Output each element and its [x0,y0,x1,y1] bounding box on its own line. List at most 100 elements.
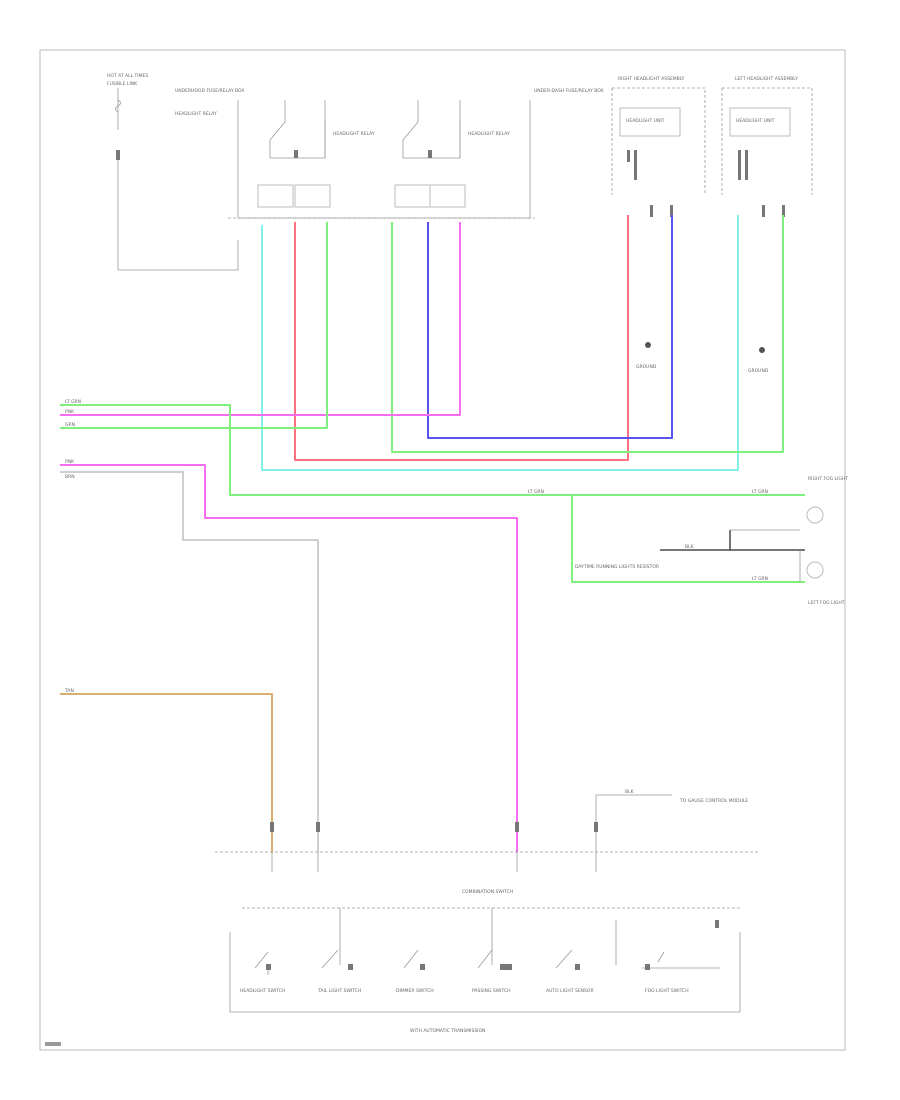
left-fog-bulb-icon [806,561,824,579]
sw-tail: TAIL LIGHT SWITCH [317,949,361,994]
wire-label-pnk-2: PNK [65,459,75,465]
sw-headlight: HEADLIGHT SWITCH [240,951,285,994]
fog-ground-lines [730,529,801,582]
bus-conn-4 [594,822,598,832]
wire-gray [60,471,319,852]
relay-1-fuse-b [294,184,331,208]
right-headlight-assembly: RIGHT HEADLIGHT ASSEMBLY HEADLIGHT UNIT … [611,76,706,370]
relay-1-fuse-a [257,184,294,208]
relay-box-outline [237,100,531,219]
combo-outline [229,932,741,1013]
wire-dark-fog [660,530,805,551]
sw5-contact [555,949,573,969]
wire-label-blk: BLK [685,544,695,550]
sw1-node [266,964,271,970]
label-relay-2: HEADLIGHT RELAY [468,131,510,137]
right-hl-outline [611,87,706,195]
relay-2-contact [402,100,461,159]
relay-2-fuse-b [429,184,466,208]
wire-green-relay [391,215,784,453]
label-sw4: PASSING SWITCH [472,988,510,994]
label-sw6: FOG LIGHT SWITCH [645,988,689,994]
bus-connectors [270,822,598,872]
wire-pink-lower [60,464,518,852]
label-right-ground: GROUND [636,364,657,370]
wire-green-fog-branch [571,495,805,583]
relay-1-contact [269,100,326,159]
label-right-fog: RIGHT FOG LIGHT [808,476,848,482]
wire-cyan [261,215,739,471]
label-sw1: HEADLIGHT SWITCH [240,988,285,994]
combination-switch: COMBINATION SWITCH HEADLIGHT SWITCH TAIL… [229,889,741,1034]
wire-labels: LT GRN PNK GRN PNK BRN TAN LT GRN LT GRN… [64,399,768,694]
relay-1-node [294,150,298,158]
label-underhood-box: UNDERHOOD FUSE/RELAY BOX [175,88,244,94]
wire-harness [60,215,805,852]
right-hl-pin-4 [670,205,673,217]
left-hl-unit [729,107,791,137]
wire-label-tan: TAN [64,688,74,694]
sw6-top-pin [715,920,719,928]
label-sw5: AUTO LIGHT SENSOR [546,988,594,994]
wire-label-lt-grn: LT GRN [65,399,81,405]
left-hl-pin-3 [762,205,765,217]
bus-conn-1 [270,822,274,832]
sw2-contact [321,949,339,969]
left-gnd-point [759,347,765,353]
bus-drops [271,852,597,872]
right-hl-pin-3 [650,205,653,217]
relay-2-node [428,150,432,158]
left-hl-pin-1 [738,150,741,180]
right-gnd-point [645,342,651,348]
sw5-node [575,964,580,970]
label-combination-switch: COMBINATION SWITCH [462,889,513,895]
right-hl-pin-2 [634,150,637,180]
label-bottom-note: WITH AUTOMATIC TRANSMISSION [410,1028,485,1034]
sw-fog: FOG LIGHT SWITCH [642,920,720,994]
label-daytime-resistor: DAYTIME RUNNING LIGHTS RESISTOR [575,564,659,570]
wire-label-brn: BRN [65,474,75,480]
relay-box: UNDER-DASH FUSE/RELAY BOX HEADLIGHT RELA… [228,88,604,219]
sw4-node [500,964,512,970]
label-headlight-relay-note: HEADLIGHT RELAY [175,111,217,117]
wire-label-gauge: BLK [625,789,635,795]
label-sw3: DIMMER SWITCH [396,988,434,994]
fusible-link-squiggle [115,99,121,113]
corner-tag [45,1042,61,1046]
sw3-contact [403,949,419,969]
wire-red [294,215,629,461]
label-left-fog: LEFT FOG LIGHT [808,600,845,606]
wire-label-pnk: PNK [65,409,75,415]
sw6-contact [642,951,720,969]
fuse-feed-wire [117,160,239,271]
wire-label-grn: GRN [65,422,75,428]
combo-internal-links [339,908,617,965]
gauge-control-link: TO GAUGE CONTROL MODULE BLK [595,789,748,852]
wire-tan [60,693,273,852]
relay-2-fuse-a [394,184,431,208]
sw2-node [348,964,353,970]
sw-dimmer: DIMMER SWITCH [396,949,434,994]
label-right-headlight: RIGHT HEADLIGHT ASSEMBLY [618,76,685,82]
wire-green-fog [60,404,805,496]
label-sw2: TAIL LIGHT SWITCH [317,988,361,994]
sw3-node [420,964,425,970]
headlight-relay-1: HEADLIGHT RELAY [257,100,375,208]
right-fog-bulb-icon [806,506,824,524]
bus-conn-3 [515,822,519,832]
wire-pink-top [60,222,461,416]
wire-blue [427,215,673,439]
sw-passing: PASSING SWITCH [472,949,512,994]
label-fusible-link: FUSIBLE LINK [107,81,138,87]
wire-label-fog-c: LT GRN [752,576,768,582]
sw4-contact [477,949,493,969]
left-hl-pin-2 [745,150,748,180]
right-hl-pin-1 [627,150,630,162]
label-gauge-control: TO GAUGE CONTROL MODULE [679,798,748,804]
wire-label-fog-b: LT GRN [752,489,768,495]
gauge-control-wire [595,794,672,852]
right-hl-unit [619,107,681,137]
fuse-connector [116,150,120,160]
fuse-link-area: HOT AT ALL TIMES FUSIBLE LINK UNDERHOOD … [107,73,244,271]
